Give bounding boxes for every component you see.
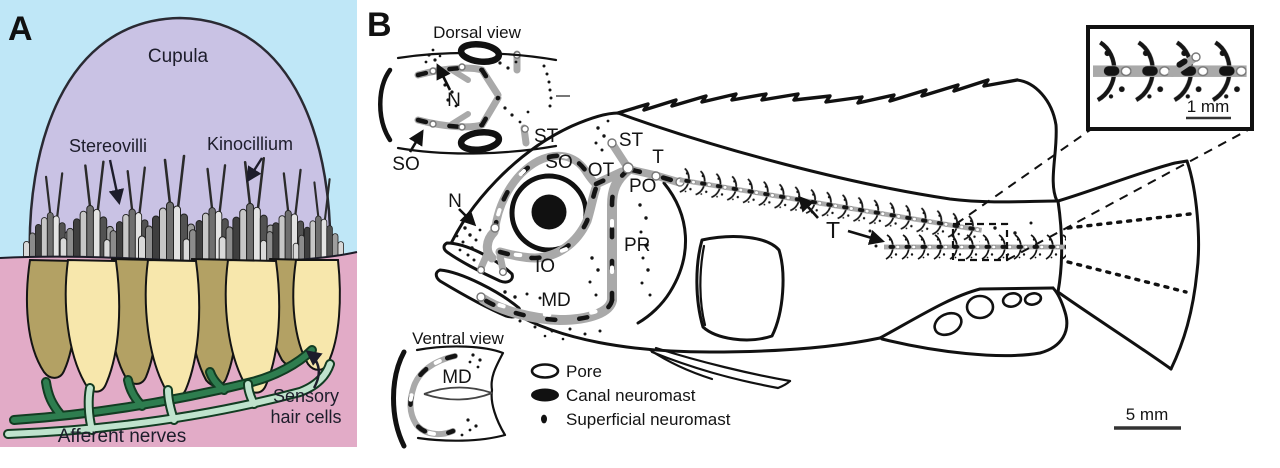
dorsal-superficial-neuromasts <box>424 48 553 124</box>
sensory-hair-cells-label-line1: Sensory <box>273 386 339 406</box>
dorsal-n-label: N <box>447 90 461 111</box>
kinocillium-label: Kinocillium <box>207 134 293 154</box>
ventral-view-title: Ventral view <box>412 329 504 348</box>
so-label: SO <box>545 152 572 173</box>
opercle-edge <box>636 181 687 325</box>
cupula-label: Cupula <box>148 46 209 67</box>
ventral-view: Ventral view MD <box>391 329 507 449</box>
dorsal-view-title: Dorsal view <box>433 23 522 42</box>
superficial-neuromast-icon <box>541 414 547 424</box>
stereovilli-label: Stereovilli <box>69 136 147 156</box>
spiny-dorsal-fin <box>616 78 1019 115</box>
trunk-canal-upper-row <box>677 167 984 244</box>
trunk-t-label: T <box>826 217 840 243</box>
afferent-nerves-light <box>3 359 335 439</box>
dorsal-canals <box>414 50 530 147</box>
body-bottom-rear <box>878 286 1055 340</box>
legend-item-canal-neuromast: Canal neuromast <box>531 386 696 405</box>
legend-pore-label: Pore <box>566 362 602 381</box>
scale-bar-5mm: 5 mm <box>1114 405 1181 430</box>
legend-item-superficial-neuromast: Superficial neuromast <box>541 410 731 429</box>
anal-fin <box>880 286 1069 358</box>
io-label: IO <box>535 256 555 277</box>
dorsal-eye-right <box>457 129 503 153</box>
magnified-region-box <box>951 222 1009 262</box>
legend-superficial-neuromast-label: Superficial neuromast <box>566 410 731 429</box>
ot-label: OT <box>588 160 615 181</box>
trunk-canal-lower-row <box>884 234 1066 260</box>
st-label: ST <box>619 130 644 151</box>
inset-connector-right <box>1006 129 1249 261</box>
legend-item-pore: Pore <box>530 362 602 381</box>
canal-neuromast-icon <box>531 388 559 402</box>
soft-dorsal-fin <box>1015 78 1059 203</box>
md-label: MD <box>541 290 571 311</box>
legend: Pore Canal neuromast Superficial neuroma… <box>530 362 731 429</box>
fish-lateral-view: SO OT ST T PO N IO PR MD T <box>434 78 1249 390</box>
dorsal-n-arrow <box>436 63 452 91</box>
hair-cells <box>26 257 341 398</box>
scale-bar-label: 5 mm <box>1126 405 1169 424</box>
t-label: T <box>652 147 664 168</box>
legend-canal-neuromast-label: Canal neuromast <box>566 386 696 405</box>
dorsal-st-label: ST <box>534 126 559 147</box>
cupula-shape <box>28 16 332 264</box>
caudal-bottom-edge <box>1056 290 1173 371</box>
mandibular-canal <box>478 294 617 325</box>
sensory-hair-cells-arrow <box>305 350 323 389</box>
ventral-md-label: MD <box>442 367 472 388</box>
caudal-fin-rays <box>1066 212 1192 294</box>
pore-icon <box>530 363 560 379</box>
dorsal-so-arrow <box>408 129 424 153</box>
trunk-t-arrow-lower <box>847 229 885 245</box>
dorsal-so-label: SO <box>392 154 419 175</box>
po-label: PO <box>629 176 656 197</box>
panel-a: A Cupula Stereovilli Kinocillium Sensory… <box>0 0 358 447</box>
n-arrow <box>458 208 477 227</box>
caudal-top-edge <box>1056 159 1189 203</box>
pectoral-fin <box>695 235 785 342</box>
sensory-hair-cells-label-line2: hair cells <box>270 407 341 427</box>
dorsal-eye-left <box>457 41 503 65</box>
ventral-mouth-leaf <box>423 386 493 401</box>
inset-connector-left <box>955 129 1091 225</box>
n-label: N <box>448 191 462 212</box>
panel-b-letter: B <box>367 6 392 44</box>
nasal-canal <box>482 227 499 263</box>
panel-b: B Dorsal view <box>367 6 1254 449</box>
inset-scale-label: 1 mm <box>1187 97 1230 116</box>
dorsal-view: Dorsal view N <box>378 23 570 175</box>
inset-box: 1 mm <box>1086 25 1254 131</box>
trunk-t-arrow-upper <box>797 195 819 219</box>
pr-label: PR <box>624 235 650 256</box>
ventral-outline <box>391 345 507 449</box>
caudal-trailing-edge <box>1169 159 1201 371</box>
stereovilli-arrow <box>108 159 125 206</box>
kinocillium-arrow <box>246 157 264 183</box>
ventral-superficial-neuromasts <box>460 353 482 437</box>
belly-line <box>510 310 882 354</box>
afferent-nerves-dark <box>9 345 317 425</box>
pelvic-fin <box>648 346 792 390</box>
otic-junction-pore <box>622 162 634 174</box>
panel-a-letter: A <box>8 10 33 48</box>
back-line <box>616 111 1059 204</box>
fish-eye <box>509 173 589 253</box>
head-canals <box>476 138 685 325</box>
afferent-nerves-label: Afferent nerves <box>58 426 187 447</box>
